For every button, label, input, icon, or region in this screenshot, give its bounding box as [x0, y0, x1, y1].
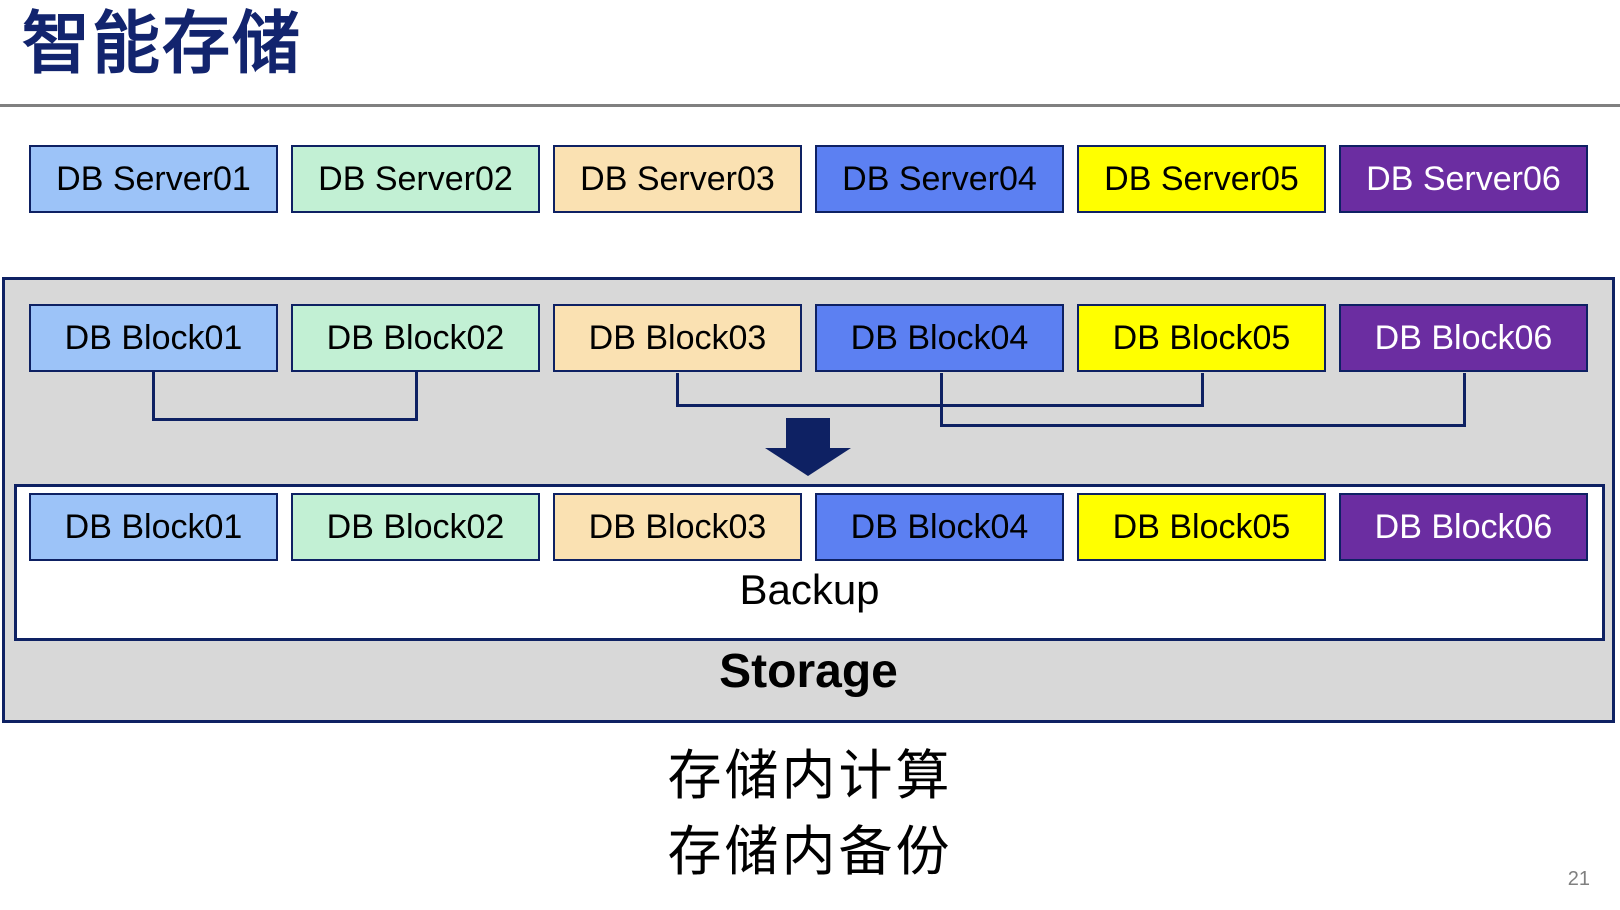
- backup-box: DB Block01 DB Block02 DB Block03 DB Bloc…: [14, 484, 1605, 641]
- connector-line: [152, 372, 155, 421]
- annotation-line1: 存储内计算: [667, 746, 953, 806]
- db-server-row: DB Server01 DB Server02 DB Server03 DB S…: [29, 145, 1588, 213]
- down-arrow-head: [765, 448, 851, 476]
- db-block06-backup-box: DB Block06: [1339, 493, 1588, 561]
- connector-line: [1463, 373, 1466, 427]
- db-server01-box: DB Server01: [29, 145, 278, 213]
- title-divider-line: [0, 104, 1620, 107]
- down-arrow-stem: [786, 418, 830, 449]
- db-block05-box: DB Block05: [1077, 304, 1326, 372]
- storage-label: Storage: [719, 645, 898, 698]
- storage-container: DB Block01 DB Block02 DB Block03 DB Bloc…: [2, 277, 1615, 723]
- db-block-row-backup: DB Block01 DB Block02 DB Block03 DB Bloc…: [29, 493, 1588, 561]
- db-block01-backup-box: DB Block01: [29, 493, 278, 561]
- db-server02-box: DB Server02: [291, 145, 540, 213]
- db-block02-backup-box: DB Block02: [291, 493, 540, 561]
- connector-line: [1201, 373, 1204, 407]
- connector-line: [676, 373, 679, 407]
- connector-line: [152, 418, 418, 421]
- db-server06-box: DB Server06: [1339, 145, 1588, 213]
- db-block02-box: DB Block02: [291, 304, 540, 372]
- db-block01-box: DB Block01: [29, 304, 278, 372]
- db-server04-box: DB Server04: [815, 145, 1064, 213]
- db-block-row-source: DB Block01 DB Block02 DB Block03 DB Bloc…: [29, 304, 1588, 372]
- db-server05-box: DB Server05: [1077, 145, 1326, 213]
- db-block03-backup-box: DB Block03: [553, 493, 802, 561]
- db-server03-box: DB Server03: [553, 145, 802, 213]
- db-block03-box: DB Block03: [553, 304, 802, 372]
- db-block04-backup-box: DB Block04: [815, 493, 1064, 561]
- db-block04-box: DB Block04: [815, 304, 1064, 372]
- backup-label: Backup: [739, 566, 880, 613]
- connector-line: [415, 372, 418, 421]
- db-block05-backup-box: DB Block05: [1077, 493, 1326, 561]
- annotation-text: 存储内计算 存储内备份: [0, 738, 1620, 890]
- page-number: 21: [1567, 868, 1590, 890]
- db-block06-box: DB Block06: [1339, 304, 1588, 372]
- connector-line: [940, 373, 943, 427]
- annotation-line2: 存储内备份: [667, 822, 953, 882]
- connector-line: [940, 424, 1466, 427]
- slide-title: 智能存储: [22, 6, 303, 82]
